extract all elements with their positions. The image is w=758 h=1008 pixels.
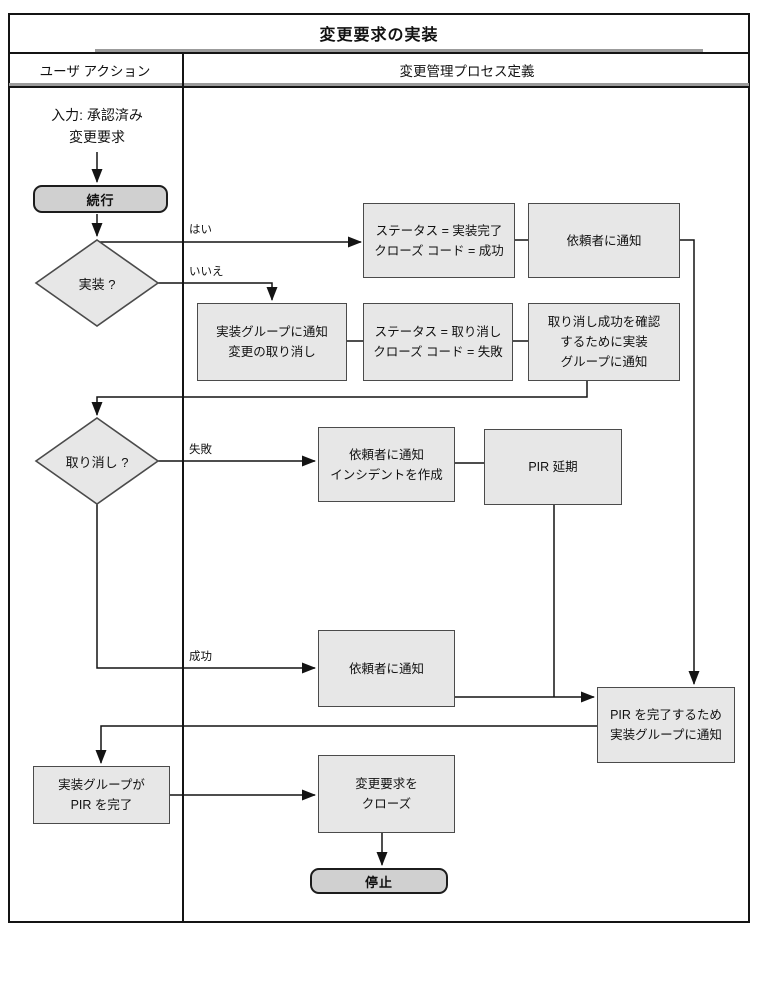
lane-header-user-action: ユーザ アクション	[39, 64, 151, 79]
header-separator	[8, 86, 750, 88]
edge-label-fail: 失敗	[187, 444, 214, 458]
title-separator-shadow	[95, 49, 703, 52]
process-notify-requester-top: 依頼者に通知	[528, 203, 680, 278]
stop-terminator: 停止	[310, 868, 448, 894]
process-pir-postpone: PIR 延期	[484, 429, 622, 505]
edge-label-yes: はい	[187, 224, 214, 238]
diagram-frame	[8, 13, 750, 923]
page-title: 変更要求の実装	[319, 26, 439, 44]
lane-divider	[182, 52, 184, 923]
header-separator-shadow	[9, 83, 749, 86]
process-notify-requester-incident: 依頼者に通知 インシデントを作成	[318, 427, 455, 502]
decision-cancelled-label: 取り消し ?	[65, 454, 129, 470]
process-notify-requester-success: 依頼者に通知	[318, 630, 455, 707]
process-notify-pir-complete: PIR を完了するため 実装グループに通知	[597, 687, 735, 763]
process-notify-impl-group-cancel: 実装グループに通知 変更の取り消し	[197, 303, 347, 381]
process-confirm-cancel-success: 取り消し成功を確認 するために実装 グループに通知	[528, 303, 680, 381]
decision-implemented-label: 実装 ?	[78, 276, 116, 292]
title-separator	[8, 52, 750, 54]
process-close-change-request: 変更要求を クローズ	[318, 755, 455, 833]
input-annotation: 入力: 承認済み 変更要求	[51, 106, 143, 145]
lane-header-process-definition: 変更管理プロセス定義	[399, 64, 535, 79]
edge-label-success: 成功	[187, 651, 214, 665]
process-impl-group-pir-done: 実装グループが PIR を完了	[33, 766, 170, 824]
process-status-complete: ステータス = 実装完了 クローズ コード = 成功	[363, 203, 515, 278]
process-status-cancelled: ステータス = 取り消し クローズ コード = 失敗	[363, 303, 513, 381]
start-terminator: 続行	[33, 185, 168, 213]
edge-label-no: いいえ	[187, 266, 226, 280]
